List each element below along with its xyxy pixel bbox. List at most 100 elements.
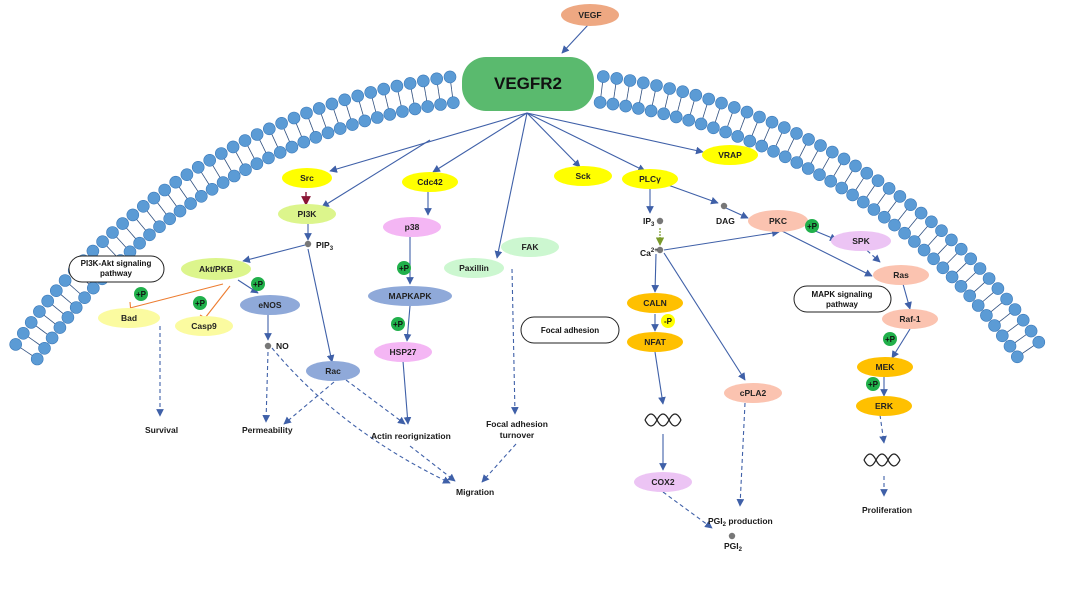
edge-no-permeability <box>262 351 271 423</box>
lipid-tail <box>998 317 1005 323</box>
lipid-tail <box>223 158 229 165</box>
lipid-head <box>239 163 252 176</box>
edge-erk-gene <box>879 414 887 444</box>
lipid-tail <box>178 186 184 194</box>
lipid-head <box>856 195 870 209</box>
pi3k-akt-pathway-box <box>68 255 165 283</box>
edge-receptor-vrap <box>526 112 704 155</box>
lipid-tail <box>358 101 362 109</box>
edge-hsp27-actin <box>402 360 412 425</box>
lipid-tail <box>891 200 897 208</box>
phospho-badge-erk <box>866 377 880 391</box>
lipid-head <box>321 126 335 140</box>
lipid-head <box>1003 339 1017 353</box>
node-erk-label: ERK <box>875 401 894 411</box>
lipid-tail <box>677 104 680 112</box>
edge-ca-caln <box>651 253 660 293</box>
lipid-tail <box>956 267 962 274</box>
permeability-label: Permeability <box>242 425 293 435</box>
node-vrap <box>702 145 758 165</box>
phospho-badge-casp9 <box>193 296 207 310</box>
lipid-head <box>867 203 881 216</box>
lipid-head <box>346 118 359 131</box>
lipid-tail <box>918 231 924 238</box>
lipid-head <box>727 101 741 114</box>
pi3k-akt-pathway-label-2: pathway <box>100 269 133 278</box>
lipid-head <box>173 204 187 218</box>
lipid-tail <box>35 325 42 331</box>
edge-receptor-plcy <box>526 112 646 172</box>
edge-nfat-gene <box>654 351 666 405</box>
node-pkc-label: PKC <box>769 216 787 226</box>
lipid-head <box>936 261 950 275</box>
lipid-tail <box>859 177 864 185</box>
node-paxillin <box>444 258 504 278</box>
lipid-head <box>41 294 55 308</box>
lipid-head <box>126 208 140 222</box>
lipid-tail <box>790 138 795 146</box>
lipid-tail <box>937 249 943 255</box>
lipid-head <box>300 106 313 120</box>
lipid-tail <box>27 336 35 342</box>
lipid-tail <box>286 135 290 142</box>
lipid-tail <box>140 224 146 231</box>
migration-label: Migration <box>456 487 494 497</box>
node-cox2 <box>634 472 692 492</box>
lipid-head <box>669 110 683 124</box>
lipid-tail <box>833 169 838 177</box>
lipid-head <box>203 154 216 167</box>
lipid-tail <box>613 91 616 99</box>
lipid-tail <box>714 115 718 123</box>
lipid-head <box>443 70 457 84</box>
lipid-tail <box>778 132 783 140</box>
lipid-tail <box>802 144 807 152</box>
node-plcy <box>622 169 678 189</box>
lipid-tail <box>990 306 997 312</box>
lipid-head <box>814 139 827 152</box>
lipid-head <box>333 122 347 135</box>
lipid-head <box>434 98 447 111</box>
edge-mapkapk-hsp27 <box>403 305 412 342</box>
lipid-head <box>778 150 792 164</box>
lipid-tail <box>942 243 948 250</box>
lipid-tail <box>167 194 173 201</box>
lipid-head <box>169 175 182 189</box>
node-caln <box>627 293 683 313</box>
no-dot <box>264 342 272 350</box>
vegfr2-label: VEGFR2 <box>494 74 562 93</box>
lipid-head <box>180 168 194 181</box>
lipid-head <box>954 242 968 256</box>
edge-pip3-rac <box>307 248 335 363</box>
lipid-head <box>995 329 1009 343</box>
node-ras <box>873 265 929 285</box>
lipid-tail <box>814 150 819 158</box>
lipid-tail <box>335 116 339 124</box>
dag-dot <box>720 202 728 210</box>
lipid-tail <box>951 253 958 259</box>
lipid-tail <box>741 117 746 125</box>
lipid-tail <box>600 89 603 97</box>
lipid-tail <box>689 107 693 115</box>
lipid-head <box>945 270 959 284</box>
lipid-tail <box>639 95 642 103</box>
lipid-head <box>24 316 38 329</box>
lipid-tail <box>274 140 279 148</box>
lipid-head <box>824 174 838 188</box>
lipid-tail <box>973 286 980 293</box>
lipid-head <box>694 117 708 131</box>
lipid-head <box>1008 303 1022 316</box>
lipid-tail <box>679 97 682 105</box>
lipid-head <box>262 151 275 165</box>
node-nfat-label: NFAT <box>644 337 666 347</box>
node-erk <box>856 396 912 416</box>
cell-membrane <box>9 70 1046 366</box>
lipid-tail <box>664 101 668 109</box>
lipid-head <box>644 104 658 118</box>
lipid-tail <box>877 198 882 205</box>
lipid-head <box>619 99 633 113</box>
lipid-head <box>116 217 129 230</box>
node-nfat <box>627 332 683 352</box>
node-casp9-label: Casp9 <box>191 321 217 331</box>
lipid-tail <box>810 156 815 164</box>
